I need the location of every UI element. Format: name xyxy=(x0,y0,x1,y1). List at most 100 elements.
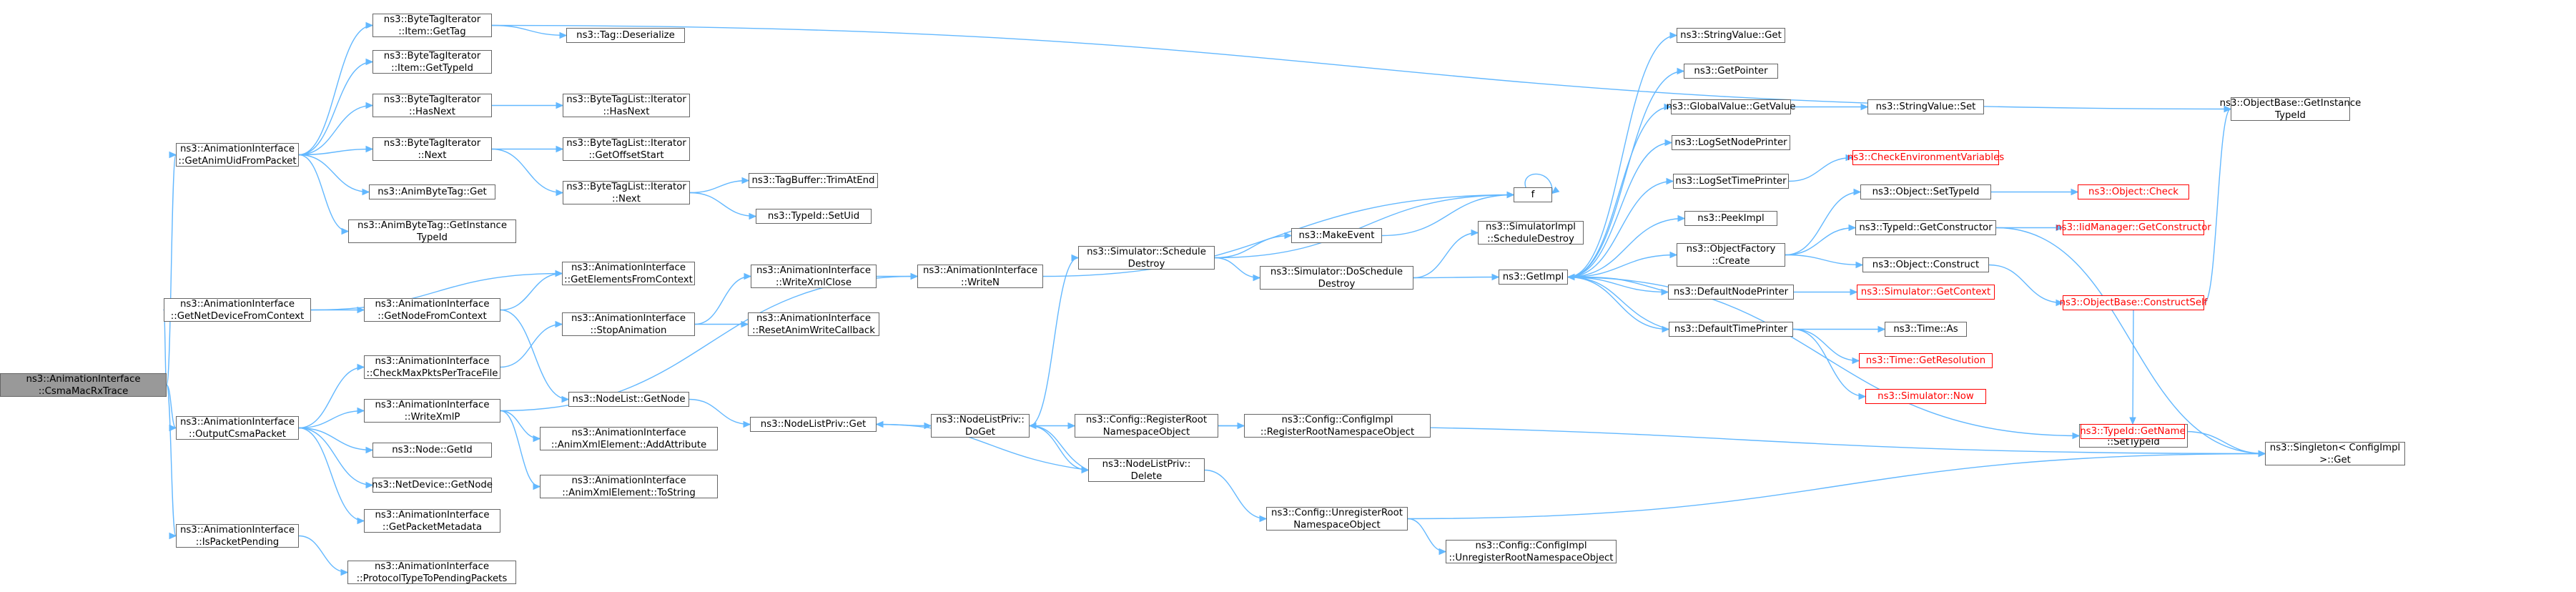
edge-globalValGet-strValSet-arrow xyxy=(1860,103,1869,111)
edge-outputCsma-getPktMeta-arrow xyxy=(357,517,365,525)
edge-getImpl-strValGet xyxy=(1567,34,1677,278)
edge-f-f xyxy=(1524,173,1553,194)
edge-stopAnim-writeXmlClose xyxy=(694,275,751,325)
edge-getAnimUid-animTagInst xyxy=(298,154,349,232)
node-nlp-get[interactable]: ns3::NodeListPriv::Get xyxy=(750,417,877,432)
edge-stopAnim-writeXmlClose-arrow xyxy=(744,272,752,280)
edge-root-outputCsma xyxy=(166,384,177,429)
edge-getAnimUid-animTagInst-arrow xyxy=(341,227,350,235)
node-str-val-get[interactable]: ns3::StringValue::Get xyxy=(1677,28,1785,43)
node-global-val-get[interactable]: ns3::GlobalValue::GetValue xyxy=(1667,99,1795,114)
node-cfg-impl-unreg[interactable]: ns3::Config::ConfigImpl ::UnregisterRoot… xyxy=(1446,540,1617,563)
edge-nlpDoGet-schedDestroy xyxy=(1029,257,1079,427)
node-obj-check[interactable]: ns3::Object::Check xyxy=(2078,184,2189,199)
node-sched-destroy[interactable]: ns3::Simulator::Schedule Destroy xyxy=(1078,246,1215,270)
node-sim-impl-sched-destroy[interactable]: ns3::SimulatorImpl ::ScheduleDestroy xyxy=(1478,221,1584,245)
node-anim-tag-get[interactable]: ns3::AnimByteTag::Get xyxy=(369,184,495,199)
edge-getImpl-getPointer-arrow xyxy=(1677,67,1685,75)
node-cfg-impl-reg[interactable]: ns3::Config::ConfigImpl ::RegisterRootNa… xyxy=(1244,414,1431,438)
node-sim-now[interactable]: ns3::Simulator::Now xyxy=(1865,389,1986,404)
node-time-as[interactable]: ns3::Time::As xyxy=(1885,322,1967,337)
node-btl-next[interactable]: ns3::ByteTagList::Iterator ::Next xyxy=(563,181,690,204)
node-reset-anim[interactable]: ns3::AnimationInterface ::ResetAnimWrite… xyxy=(748,312,879,336)
node-unreg-root[interactable]: ns3::Config::UnregisterRoot NamespaceObj… xyxy=(1266,507,1408,531)
node-stop-anim[interactable]: ns3::AnimationInterface ::StopAnimation xyxy=(562,312,695,336)
edge-typeIdGetName-singletonGet xyxy=(2184,430,2266,455)
node-btl-has-next[interactable]: ns3::ByteTagList::Iterator ::HasNext xyxy=(563,94,690,117)
node-type-id-get-ctor[interactable]: ns3::TypeId::GetConstructor xyxy=(1855,220,1996,235)
node-get-pointer[interactable]: ns3::GetPointer xyxy=(1684,64,1778,79)
node-peek-impl[interactable]: ns3::PeekImpl xyxy=(1684,211,1777,226)
node-do-sched-destroy[interactable]: ns3::Simulator::DoSchedule Destroy xyxy=(1260,266,1413,290)
node-bti-has-next[interactable]: ns3::ByteTagIterator ::HasNext xyxy=(372,94,492,117)
node-type-id-get-name[interactable]: ns3::TypeId::GetName xyxy=(2080,424,2186,439)
node-get-impl[interactable]: ns3::GetImpl xyxy=(1499,270,1568,285)
edge-typeIdGetCtor-iidGetCtor-arrow xyxy=(2056,224,2064,232)
edge-getImpl-strValGet-arrow xyxy=(1669,31,1678,39)
node-bti-get-type-id[interactable]: ns3::ByteTagIterator ::Item::GetTypeId xyxy=(372,50,492,74)
edge-outputCsma-checkMaxPkts xyxy=(298,366,365,429)
node-obj-construct[interactable]: ns3::Object::Construct xyxy=(1862,257,1989,272)
node-proto-pending[interactable]: ns3::AnimationInterface ::ProtocolTypeTo… xyxy=(347,561,516,584)
edge-root-getAnimUid xyxy=(166,154,177,386)
node-output-csma[interactable]: ns3::AnimationInterface ::OutputCsmaPack… xyxy=(176,416,299,440)
node-construct-self[interactable]: ns3::ObjectBase::ConstructSelf xyxy=(2060,295,2207,310)
node-get-anim-uid[interactable]: ns3::AnimationInterface ::GetAnimUidFrom… xyxy=(176,143,299,167)
node-get-pkt-meta[interactable]: ns3::AnimationInterface ::GetPacketMetad… xyxy=(364,509,500,533)
node-get-net-device[interactable]: ns3::AnimationInterface ::GetNetDeviceFr… xyxy=(164,298,311,322)
node-net-dev-get-node[interactable]: ns3::NetDevice::GetNode xyxy=(372,478,493,493)
node-write-xml-p[interactable]: ns3::AnimationInterface ::WriteXmlP xyxy=(364,399,500,423)
node-node-list-get-node[interactable]: ns3::NodeList::GetNode xyxy=(568,392,689,407)
edge-getImpl-globalValGet-arrow xyxy=(1664,103,1672,111)
node-obj-base-get-inst[interactable]: ns3::ObjectBase::GetInstance TypeId xyxy=(2219,97,2362,121)
node-singleton-get[interactable]: ns3::Singleton< ConfigImpl >::Get xyxy=(2265,442,2405,465)
node-tag-buf-trim[interactable]: ns3::TagBuffer::TrimAtEnd xyxy=(749,173,878,188)
edge-root-outputCsma-arrow xyxy=(169,424,177,432)
node-nlp-delete[interactable]: ns3::NodeListPriv:: Delete xyxy=(1088,458,1205,482)
node-sim-get-context[interactable]: ns3::Simulator::GetContext xyxy=(1857,285,1995,300)
edge-objFactCreate-objConstruct xyxy=(1785,254,1863,266)
node-node-get-id[interactable]: ns3::Node::GetId xyxy=(372,443,492,458)
node-log-time-printer[interactable]: ns3::LogSetTimePrinter xyxy=(1673,174,1789,189)
edge-btlNext-tagBufTrim-arrow xyxy=(741,177,750,184)
node-f[interactable]: f xyxy=(1514,187,1552,202)
node-is-pending[interactable]: ns3::AnimationInterface ::IsPacketPendin… xyxy=(176,524,299,548)
node-bti-next[interactable]: ns3::ByteTagIterator ::Next xyxy=(372,137,492,161)
edge-btiNext-btlNext xyxy=(491,148,563,194)
edge-nlpDelete-nlpGet-arrow xyxy=(875,420,884,428)
edge-defTimePrinter-timeAs-arrow xyxy=(1877,325,1886,333)
node-write-xml-close[interactable]: ns3::AnimationInterface ::WriteXmlClose xyxy=(751,265,877,288)
edge-btiHasNext-btlHasNext-arrow xyxy=(556,102,564,109)
node-nlp-do-get[interactable]: ns3::NodeListPriv:: DoGet xyxy=(931,414,1030,438)
edge-getImpl-globalValGet xyxy=(1567,106,1672,278)
node-get-elements[interactable]: ns3::AnimationInterface ::GetElementsFro… xyxy=(562,262,695,285)
node-time-get-res[interactable]: ns3::Time::GetResolution xyxy=(1859,353,1993,368)
node-def-node-printer[interactable]: ns3::DefaultNodePrinter xyxy=(1668,285,1794,300)
node-add-attr[interactable]: ns3::AnimationInterface ::AnimXmlElement… xyxy=(540,427,718,450)
node-def-time-printer[interactable]: ns3::DefaultTimePrinter xyxy=(1669,322,1793,337)
node-obj-fact-create[interactable]: ns3::ObjectFactory ::Create xyxy=(1677,243,1785,267)
edge-getImpl-logNodePrinter xyxy=(1567,142,1672,278)
edge-doSchedDestroy-getImpl-arrow xyxy=(1491,273,1500,281)
node-str-val-set[interactable]: ns3::StringValue::Set xyxy=(1867,99,1984,114)
node-write-n[interactable]: ns3::AnimationInterface ::WriteN xyxy=(917,265,1043,288)
edge-getAnimUid-animTagGet-arrow xyxy=(362,188,370,196)
node-bti-get-tag[interactable]: ns3::ByteTagIterator ::Item::GetTag xyxy=(372,14,492,37)
node-anim-tag-inst[interactable]: ns3::AnimByteTag::GetInstance TypeId xyxy=(348,219,516,243)
node-check-env[interactable]: ns3::CheckEnvironmentVariables xyxy=(1847,150,2004,165)
edge-outputCsma-nodeGetId-arrow xyxy=(365,446,374,454)
node-tag-deser[interactable]: ns3::Tag::Deserialize xyxy=(566,28,685,43)
node-reg-root[interactable]: ns3::Config::RegisterRoot NamespaceObjec… xyxy=(1075,414,1218,438)
node-log-node-printer[interactable]: ns3::LogSetNodePrinter xyxy=(1672,135,1790,150)
node-type-id-set-uid[interactable]: ns3::TypeId::SetUid xyxy=(756,209,872,224)
node-get-node-ctx[interactable]: ns3::AnimationInterface ::GetNodeFromCon… xyxy=(364,298,500,322)
edge-schedDestroy-doSchedDestroy-arrow xyxy=(1253,274,1261,282)
node-btl-offset[interactable]: ns3::ByteTagList::Iterator ::GetOffsetSt… xyxy=(563,137,690,161)
node-make-event[interactable]: ns3::MakeEvent xyxy=(1291,228,1382,243)
node-iid-get-ctor[interactable]: ns3::IidManager::GetConstructor xyxy=(2056,220,2211,235)
node-check-max-pkts[interactable]: ns3::AnimationInterface ::CheckMaxPktsPe… xyxy=(364,355,500,379)
node-to-str[interactable]: ns3::AnimationInterface ::AnimXmlElement… xyxy=(540,475,718,498)
edge-getImpl-logNodePrinter-arrow xyxy=(1664,139,1673,147)
node-obj-set-type-id[interactable]: ns3::Object::SetTypeId xyxy=(1860,184,1991,199)
